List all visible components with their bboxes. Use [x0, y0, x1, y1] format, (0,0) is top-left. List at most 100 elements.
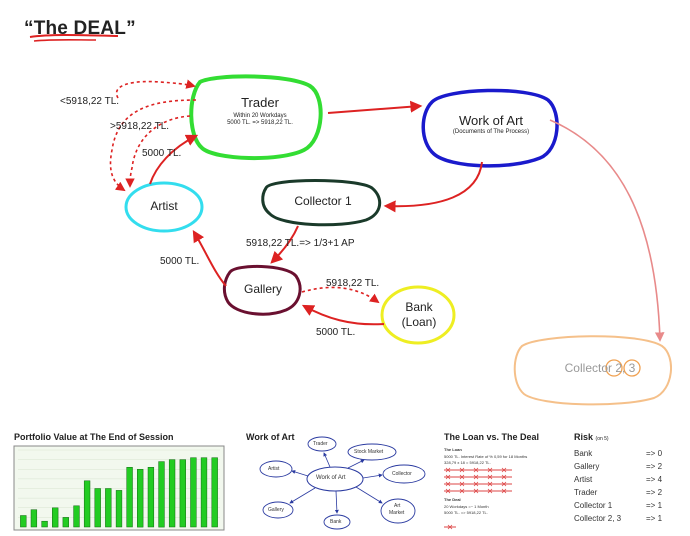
- mini-art-market-label-2: Market: [389, 510, 405, 516]
- arrow-trader-to-work: [327, 100, 423, 114]
- title-underline: [29, 34, 119, 38]
- chart-bar: [211, 457, 218, 528]
- mini-network-title: Work of Art: [246, 432, 295, 442]
- collector23-scribble-b: [623, 359, 641, 377]
- loan-heading: The Loan: [444, 447, 462, 452]
- trader-label: Trader: [241, 95, 279, 110]
- loan-row-mark: [473, 474, 479, 480]
- chart-bar: [83, 480, 91, 528]
- mini-artist-label: Artist: [268, 466, 280, 472]
- mini-gallery-label: Gallery: [268, 507, 284, 513]
- mini-edge-stock: [347, 459, 365, 469]
- mini-center-node: [306, 466, 364, 492]
- chart-bar: [126, 467, 133, 528]
- arrow-gallery-to-artist: [192, 229, 227, 287]
- loan-row-mark: [473, 467, 479, 473]
- trader-sub1: Within 20 Workdays: [233, 113, 287, 119]
- chart-bar: [179, 459, 186, 528]
- deal-row-mark: [447, 524, 453, 530]
- loan-arrow-rows: [444, 467, 512, 530]
- risk-row: Gallery => 2: [574, 462, 674, 475]
- mini-center-label: Work of Art: [316, 475, 346, 481]
- mini-edge-bank: [334, 490, 339, 514]
- risk-value: => 0: [646, 449, 663, 458]
- chart-bar: [158, 461, 165, 528]
- arrow-trader-to-artist-dashed-1: [109, 99, 197, 192]
- mini-bank-label: Bank: [330, 519, 342, 525]
- chart-bar: [94, 488, 101, 528]
- risk-name: Gallery: [574, 462, 600, 471]
- arrow-trader-to-artist-dashed-2: [125, 115, 191, 188]
- artist-label: Artist: [150, 199, 178, 213]
- loan-line-1: 5000 TL. Interest Rate of % 0,59 for 18 …: [444, 454, 528, 459]
- deal-heading: The Deal: [444, 497, 461, 502]
- flow-label-collector-gallery: 5918,22 TL.=> 1/3+1 AP: [246, 238, 355, 249]
- chart-bar: [41, 520, 48, 528]
- arrow-work-to-collector1: [383, 161, 483, 213]
- title-underline-2: [33, 38, 97, 42]
- loan-row-mark: [501, 488, 507, 494]
- flow-label-bank-gallery: 5000 TL.: [316, 327, 356, 338]
- collector1-node-outline: [261, 179, 382, 227]
- mini-collector-label: Collector: [392, 471, 412, 477]
- flow-label-greater-than: >5918,22 TL.: [110, 121, 170, 132]
- risk-name: Trader: [574, 488, 598, 497]
- arrow-collector1-to-gallery: [270, 225, 299, 264]
- risk-title: Risk (on 5): [574, 432, 609, 442]
- arrow-gallery-to-bank-dashed: [301, 286, 380, 304]
- risk-row: Collector 1 => 1: [574, 501, 674, 514]
- mini-trader-label: Trader: [313, 441, 328, 447]
- loan-row-mark: [445, 481, 451, 487]
- flow-label-less-than: <5918,22 TL.: [60, 96, 120, 107]
- loan-row-mark: [459, 467, 465, 473]
- work-of-art-label: Work of Art: [458, 113, 524, 128]
- mini-art-market-node: [380, 498, 416, 524]
- collector23-node-outline: [513, 335, 673, 406]
- chart-bar: [168, 459, 176, 528]
- risk-name: Collector 1: [574, 501, 613, 510]
- trader-sub2: 5000 TL. => 5918,22 TL.: [227, 120, 293, 126]
- chart-bar: [147, 467, 155, 528]
- mini-artist-node: [259, 460, 293, 478]
- risk-value: => 2: [646, 488, 663, 497]
- deal-line-1: 20 Workdays =~ 1 Month: [444, 504, 489, 509]
- loan-row-mark: [501, 481, 507, 487]
- flow-label-gallery-artist: 5000 TL.: [160, 256, 200, 267]
- chart-bar: [105, 488, 112, 528]
- loan-row-mark: [445, 467, 451, 473]
- risk-value: => 2: [646, 462, 663, 471]
- flow-label-artist-trader: 5000 TL.: [142, 148, 182, 159]
- mini-edge-gallery: [289, 487, 316, 504]
- risk-name: Collector 2, 3: [574, 514, 622, 523]
- loan-row-mark: [487, 467, 493, 473]
- loan-line-2: 328,79 x 18 = 5918,22 TL.: [444, 460, 491, 465]
- risk-title-sub: (on 5): [595, 436, 609, 442]
- risk-row: Collector 2, 3 => 1: [574, 514, 674, 527]
- risk-value: => 1: [646, 501, 663, 510]
- loan-row-mark: [487, 481, 493, 487]
- risk-row: Bank => 0: [574, 449, 674, 462]
- arrow-top-dashed-loop: [115, 79, 196, 99]
- risk-title-text: Risk: [574, 432, 594, 442]
- loan-row-mark: [445, 488, 451, 494]
- collector23-scribble-a: [605, 359, 623, 377]
- chart-bar: [62, 517, 69, 528]
- arrow-work-to-collector23: [549, 119, 665, 342]
- flow-label-gallery-bank: 5918,22 TL.: [326, 278, 380, 289]
- mini-edge-collector: [362, 473, 383, 479]
- chart-bar: [73, 505, 80, 528]
- risk-name: Artist: [574, 475, 593, 484]
- bank-node-outline: [380, 285, 456, 345]
- loan-row-mark: [487, 474, 493, 480]
- deal-line-2: 5000 TL. => 5918,22 TL.: [444, 510, 488, 515]
- chart-bar: [137, 469, 144, 528]
- mini-collector-node: [382, 464, 426, 484]
- mini-edge-trader: [323, 452, 331, 468]
- arrow-bank-to-gallery: [301, 304, 385, 326]
- artist-node-outline: [124, 181, 204, 233]
- loan-row-mark: [473, 488, 479, 494]
- loan-vs-deal-title: The Loan vs. The Deal: [444, 432, 540, 442]
- chart-bar: [20, 515, 27, 528]
- loan-row-mark: [473, 481, 479, 487]
